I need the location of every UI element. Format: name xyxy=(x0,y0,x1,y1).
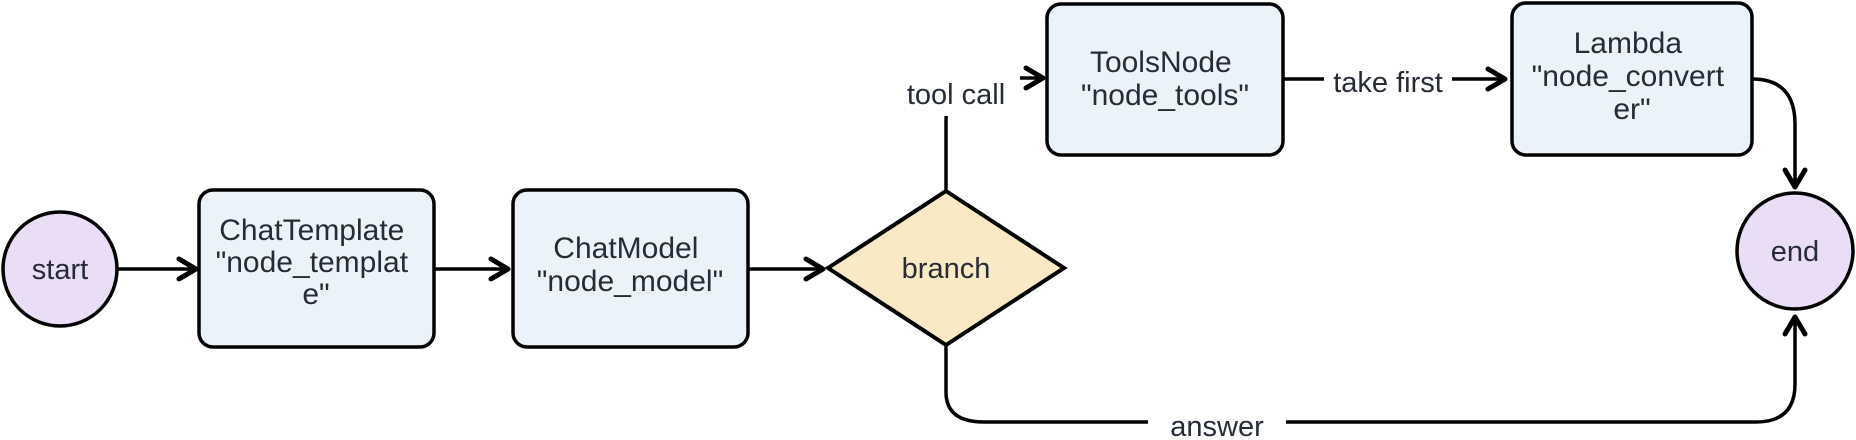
edge-label-text-tool-call: tool call xyxy=(907,79,1005,111)
edge-label-bg xyxy=(1324,58,1452,100)
edge-label-tool-call: tool call xyxy=(888,74,1020,116)
label-line: Lambda xyxy=(1574,27,1683,60)
node-chat-template-label: ChatTemplate "node_templat e" xyxy=(216,214,417,311)
edge-branch-to-end xyxy=(944,314,1808,424)
chat-model-box xyxy=(511,188,750,349)
label-line: ChatModel xyxy=(553,232,698,265)
label-line: "node_convert xyxy=(1532,60,1725,93)
label-line: "node_tools" xyxy=(1081,79,1249,112)
label-line: e" xyxy=(302,278,329,311)
label-line: ChatTemplate xyxy=(219,214,404,247)
node-chat-model-label: ChatModel "node_model" xyxy=(537,232,723,298)
label-line: "node_model" xyxy=(537,265,723,298)
node-lambda-converter: Lambda "node_convert er" xyxy=(1510,1,1754,157)
node-chat-model: ChatModel "node_model" xyxy=(511,188,750,349)
tools-node-box xyxy=(1045,2,1285,157)
node-end: end xyxy=(1735,191,1855,311)
node-tools-node: ToolsNode "node_tools" xyxy=(1045,2,1285,157)
branch-diamond xyxy=(824,188,1068,348)
edge-label-bg xyxy=(888,74,1020,116)
label-line: ToolsNode xyxy=(1090,46,1232,79)
lambda-box xyxy=(1510,1,1754,157)
edge-label-text-answer: answer xyxy=(1170,411,1264,440)
node-start: start xyxy=(1,210,119,328)
edge-label-answer: answer xyxy=(1148,402,1286,440)
edge-label-text-take-first: take first xyxy=(1333,67,1443,99)
node-chat-template: ChatTemplate "node_templat e" xyxy=(197,188,436,349)
chat-template-box xyxy=(197,188,436,349)
edge-label-take-first: take first xyxy=(1324,58,1452,100)
node-branch-label: branch xyxy=(902,253,991,285)
node-end-label: end xyxy=(1771,236,1819,268)
start-circle xyxy=(1,210,119,328)
edge-label-bg xyxy=(1148,402,1286,440)
node-tools-node-label: ToolsNode "node_tools" xyxy=(1081,46,1249,112)
node-branch: branch xyxy=(824,188,1068,348)
edge-lambda-to-end xyxy=(1751,77,1808,190)
node-lambda-label: Lambda "node_convert er" xyxy=(1532,27,1733,126)
label-line: "node_templat xyxy=(216,246,409,279)
end-circle xyxy=(1735,191,1855,311)
label-line: er" xyxy=(1613,93,1650,126)
node-start-label: start xyxy=(32,254,88,286)
